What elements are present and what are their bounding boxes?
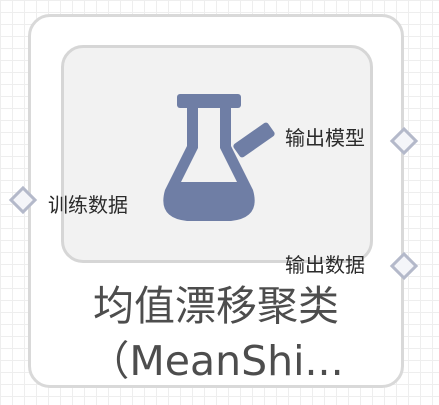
flask-icon [163,94,275,221]
node-subtitle: （MeanShi... [88,337,344,385]
input-port-label: 训练数据 [48,193,128,217]
output-port-data-label: 输出数据 [285,253,365,277]
output-port-model-label: 输出模型 [285,126,365,150]
node-title: 均值漂移聚类 [93,282,339,330]
